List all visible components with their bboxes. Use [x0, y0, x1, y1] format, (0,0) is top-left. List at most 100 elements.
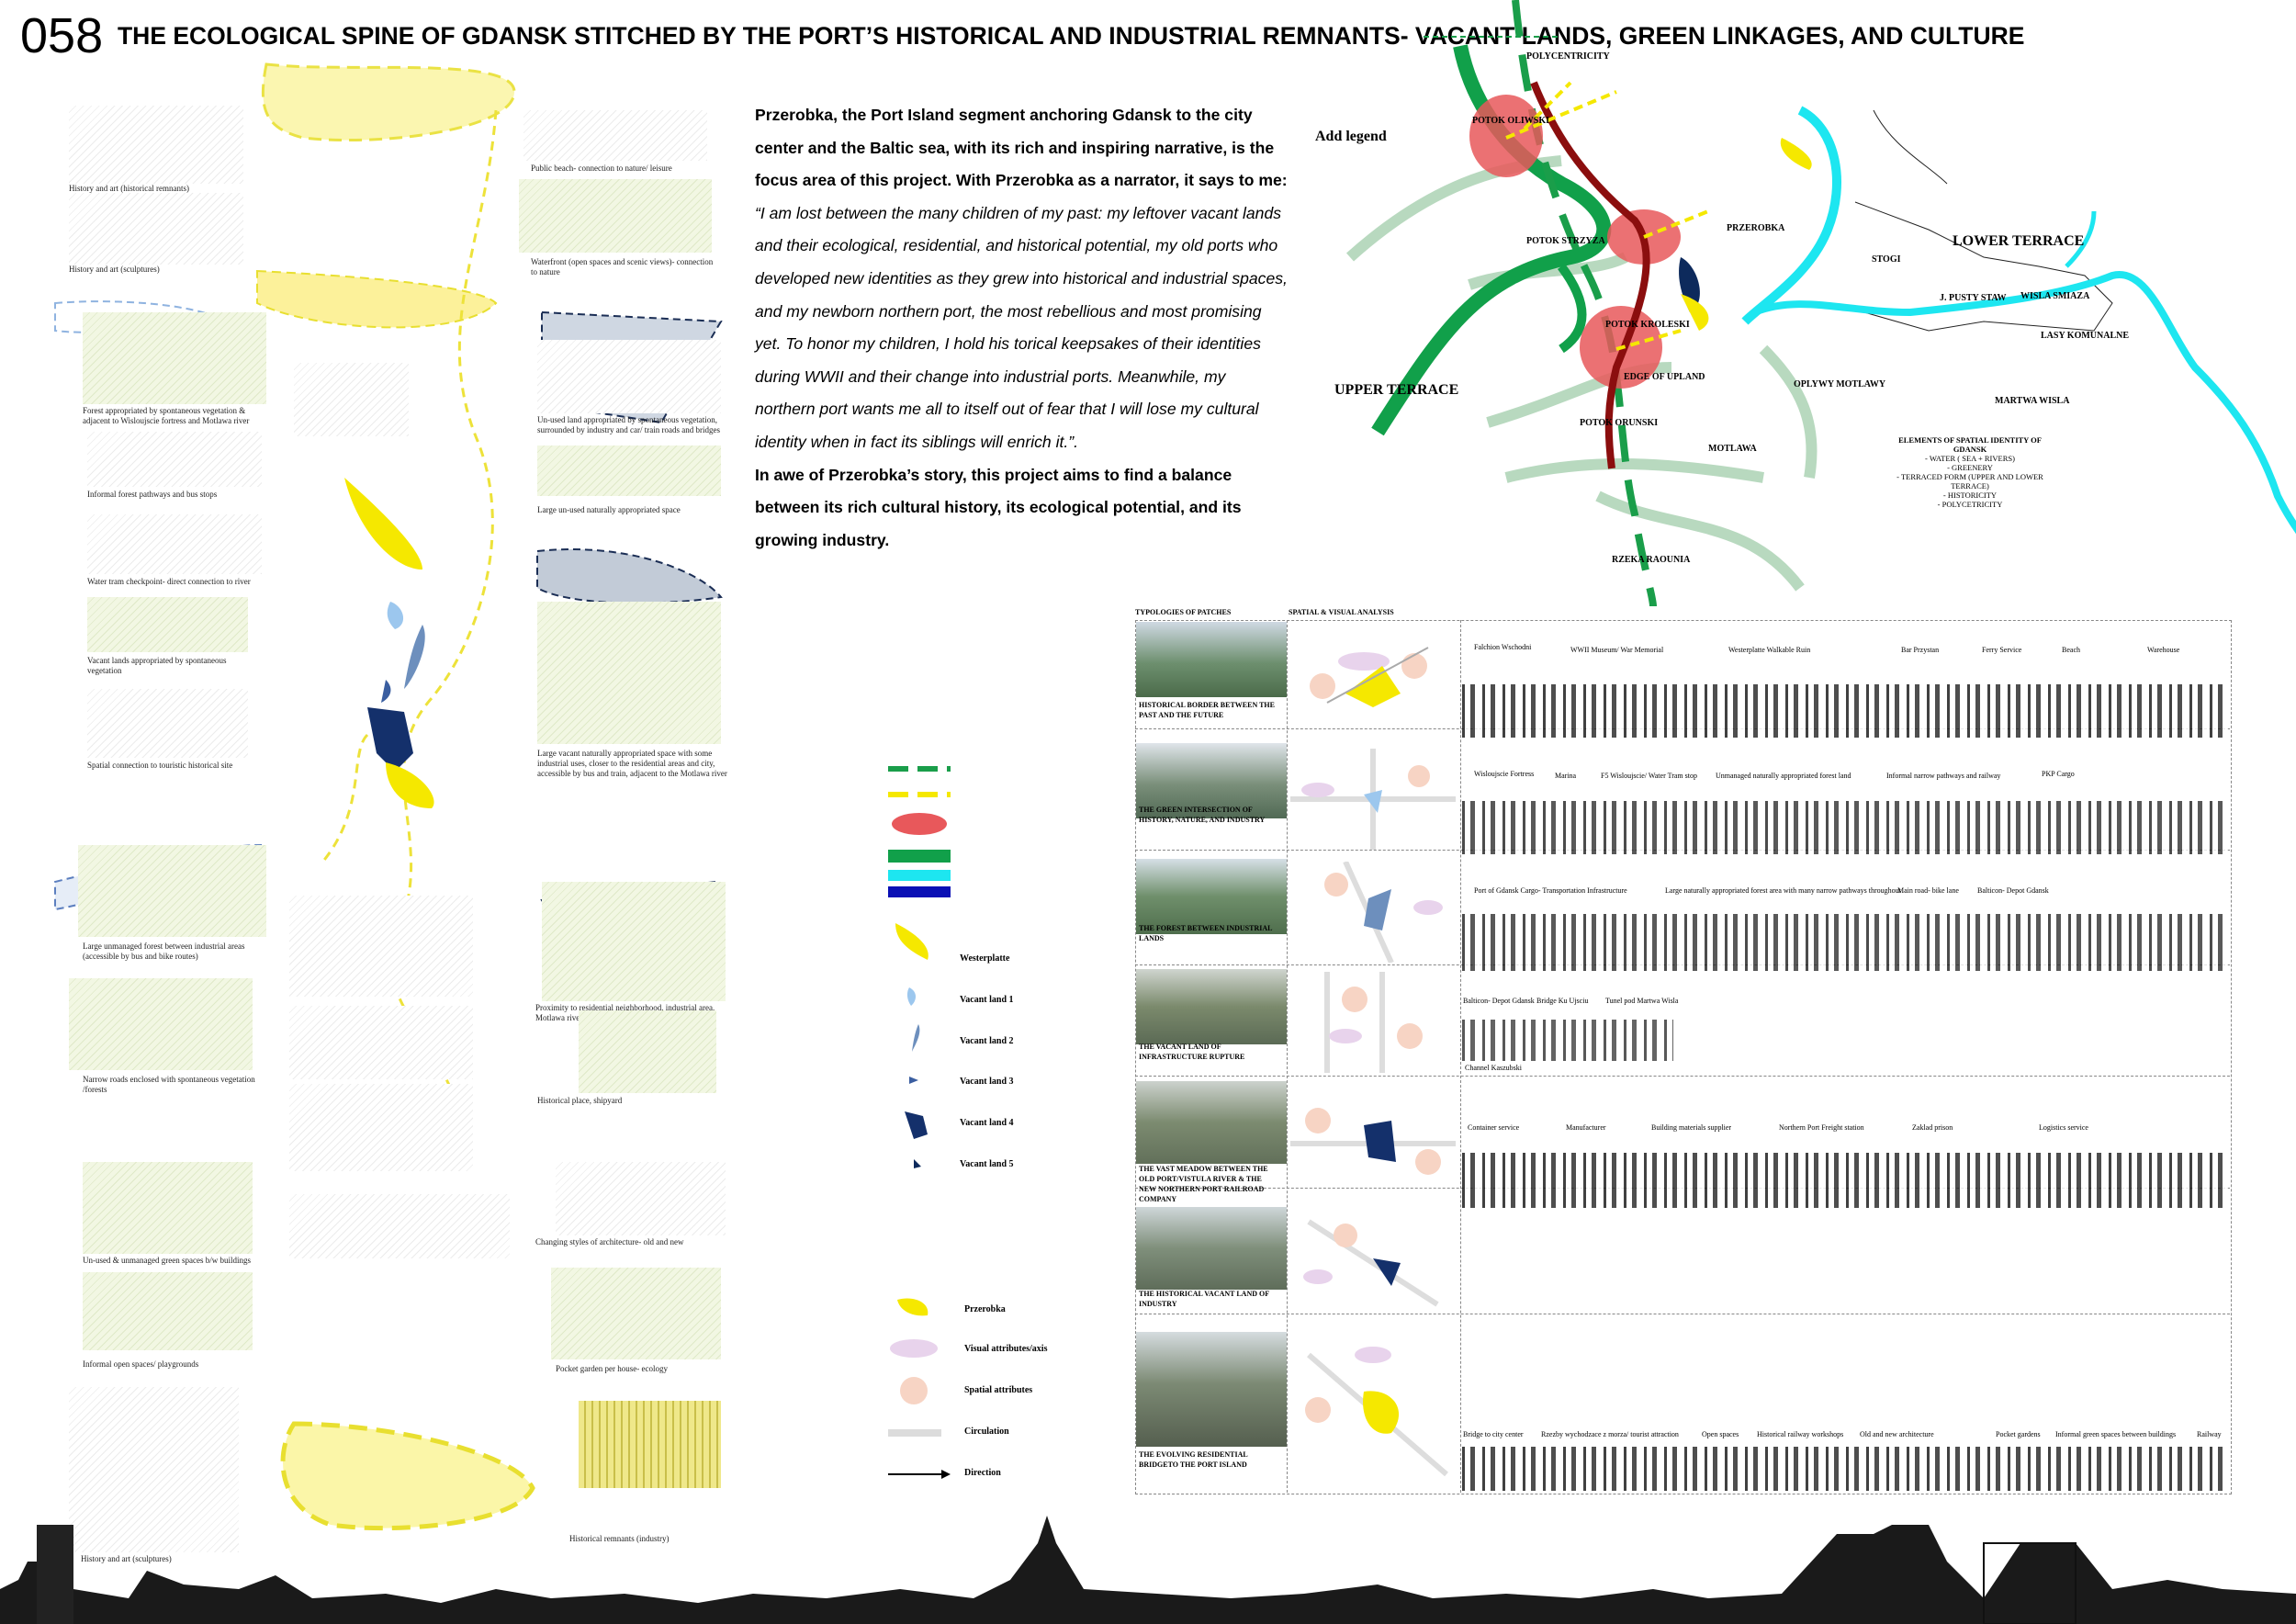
sketch-vacant-industrial	[537, 602, 721, 744]
row-analysis-diagram	[1290, 1088, 1456, 1190]
sketch-informal-open-spaces	[83, 1272, 253, 1350]
pano-label: Northern Port Freight station	[1779, 1123, 1864, 1132]
map-label: LASY KOMUNALNE	[2041, 331, 2130, 341]
row-analysis-diagram	[1290, 1212, 1456, 1314]
sketch-residential-proximity	[542, 882, 726, 1001]
row-analysis-diagram	[1290, 860, 1456, 964]
pano-label: Bridge to city center	[1463, 1430, 1524, 1438]
sketch-middle-road	[289, 896, 473, 997]
legend-vacant-3	[909, 1077, 918, 1084]
district-outline	[1854, 201, 2113, 332]
typologies-table	[1135, 620, 2232, 1494]
row-label: THE EVOLVING RESIDENTIAL BRIDGETO THE PO…	[1139, 1450, 1248, 1469]
pano-label: Manufacturer	[1566, 1123, 1606, 1132]
legend-label: Vacant land 5	[960, 1159, 1014, 1169]
pano-label: Bridge Ku Ujsciu	[1536, 997, 1589, 1005]
pano-label: Zaklad prison	[1912, 1123, 1953, 1132]
table-row	[1135, 967, 2230, 1077]
legend-label: Vacant land 2	[960, 1036, 1014, 1046]
map-label: MOTLAWA	[1708, 444, 1757, 454]
bottom-skyline	[0, 1516, 2296, 1624]
row-label: THE VACANT LAND OF INFRASTRUCTURE RUPTUR…	[1139, 1043, 1245, 1061]
legend-swatches	[888, 766, 951, 897]
pano-label: WWII Museum/ War Memorial	[1570, 646, 1664, 654]
sketch-historical-remnants	[69, 106, 243, 184]
westerplatte-map	[1780, 138, 1812, 170]
caption: Water tram checkpoint- direct connection…	[87, 577, 251, 586]
pano-label: Logistics service	[2039, 1123, 2088, 1132]
pano-label: Old and new architecture	[1860, 1430, 1934, 1438]
elements-title: ELEMENTS OF SPATIAL IDENTITY OF GDANSK	[1898, 435, 2042, 454]
map-label: POTOK ORUNSKI	[1580, 418, 1659, 428]
spine-dash-left	[320, 733, 369, 864]
caption: Large unmanaged forest between industria…	[83, 942, 245, 961]
caption: Waterfront (open spaces and scenic views…	[531, 257, 714, 276]
gdansk-spatial-map	[1345, 0, 2296, 607]
sketch-sculpture-tall	[69, 1387, 239, 1552]
caption: Large un-used naturally appropriated spa…	[537, 505, 681, 514]
elements-block: ELEMENTS OF SPATIAL IDENTITY OF GDANSK -…	[1887, 435, 2053, 509]
caption: Un-used land appropriated by spontaneous…	[537, 415, 720, 434]
stream-light	[1468, 252, 1628, 290]
sketch-unused-green	[83, 1162, 253, 1254]
vacant-land-5-shape	[386, 762, 434, 808]
sketch-unused-land	[537, 340, 721, 413]
caption: Public beach- connection to nature/ leis…	[531, 164, 672, 173]
pano-label: Informal green spaces between buildings	[2055, 1430, 2177, 1438]
row-photo	[1136, 622, 1287, 697]
row-analysis-diagram	[1290, 749, 1456, 850]
row-photo	[1136, 1207, 1287, 1290]
row-label: HISTORICAL BORDER BETWEEN THE PAST AND T…	[1139, 701, 1275, 719]
spine-shape-bottom	[280, 1421, 535, 1531]
legend-label: Vacant land 1	[960, 995, 1014, 1005]
caption: Historical place, shipyard	[537, 1096, 623, 1105]
row-analysis-diagram	[1290, 629, 1456, 726]
westerplatte-shape	[344, 478, 422, 570]
table-divider	[1287, 620, 1288, 1493]
table-row	[1135, 1205, 2230, 1314]
map-label: J. PUSTY STAW	[1940, 293, 2007, 303]
table-header-analysis: SPATIAL & VISUAL ANALYSIS	[1289, 608, 1394, 616]
sketch-water-tram	[87, 514, 262, 574]
pano-label: Informal narrow pathways and railway	[1886, 772, 2001, 780]
skyline-frame	[1983, 1542, 2077, 1624]
pano-label: Pocket gardens	[1996, 1430, 2041, 1438]
sketch-historical-industry	[579, 1401, 721, 1488]
spine-shape-2	[256, 269, 498, 329]
legend-shapes-2	[888, 1298, 951, 1479]
table-header-typologies: TYPOLOGIES OF PATCHES	[1135, 608, 1232, 616]
legend-visual-axis	[890, 1339, 938, 1358]
caption: Changing styles of architecture- old and…	[535, 1237, 684, 1246]
pano-label: Railway	[2197, 1430, 2222, 1438]
sketch-forest	[83, 312, 266, 404]
caption: Historical remnants (industry)	[569, 1534, 670, 1543]
row-panorama	[1462, 1020, 1673, 1061]
table-divider	[1460, 620, 1461, 1493]
row-panorama	[1462, 914, 2228, 971]
row-label: THE VAST MEADOW BETWEEN THE OLD PORT/VIS…	[1139, 1165, 1268, 1203]
pano-label: Wisloujscie Fortress	[1474, 770, 1535, 778]
board-number: 058	[20, 8, 104, 63]
legend-cyan-band	[888, 870, 951, 881]
sketch-middle-3	[289, 1194, 510, 1258]
pano-label: Port of Gdansk Cargo- Transportation Inf…	[1474, 886, 1627, 895]
pano-label: Large naturally appropriated forest area…	[1665, 886, 1901, 895]
spine-shape-top	[261, 62, 516, 142]
sketch-middle-bridge	[289, 1084, 473, 1171]
river-cyan-upper	[1741, 106, 1841, 325]
stream-light	[1759, 344, 1818, 479]
element-item: - WATER ( SEA + RIVERS)	[1925, 454, 2015, 463]
caption: History and art (sculptures)	[69, 265, 160, 274]
lower-terrace-label: LOWER TERRACE	[1953, 233, 2085, 249]
spine-diagram	[54, 62, 723, 1531]
sketch-large-unused	[537, 445, 721, 496]
legend-label: Visual attributes/axis	[964, 1344, 1048, 1354]
sketch-waterfront	[519, 179, 712, 253]
pano-label: Balticon- Depot Gdansk	[1463, 997, 1535, 1005]
legend-vacant-2	[912, 1024, 920, 1052]
element-item: - GREENERY	[1947, 463, 1993, 472]
element-item: - TERRACED FORM (UPPER AND LOWER TERRACE…	[1896, 472, 2043, 491]
row-panorama	[1462, 1447, 2228, 1491]
legend-vacant-5	[914, 1159, 921, 1168]
narrative-block: Przerobka, the Port Island segment ancho…	[755, 99, 1288, 557]
